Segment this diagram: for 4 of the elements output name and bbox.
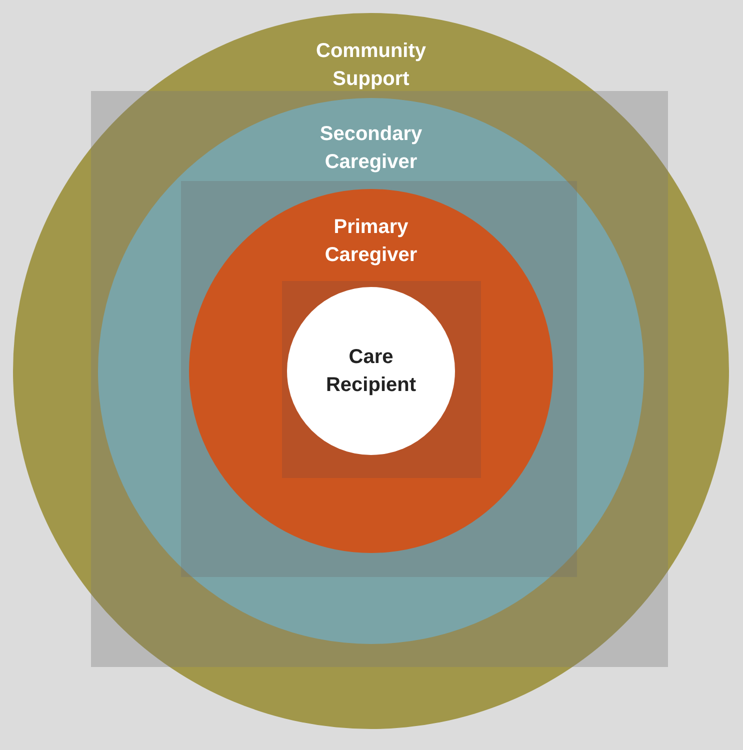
ring-label: Secondary Caregiver (318, 122, 424, 175)
ring-label: Care Recipient (324, 345, 418, 398)
ring-label: Primary Caregiver (324, 215, 418, 268)
ring-label: Community Support (315, 39, 427, 92)
